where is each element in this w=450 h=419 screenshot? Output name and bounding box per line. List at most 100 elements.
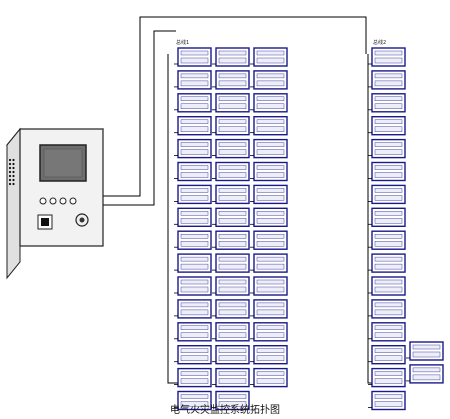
module-body-strip: [180, 103, 209, 110]
module-body-strip: [374, 103, 403, 110]
status-led-icon: [39, 197, 47, 205]
module-header-strip: [218, 73, 247, 79]
module-body-strip: [218, 126, 247, 132]
module-frame: [253, 253, 288, 273]
module-frame: [215, 253, 250, 273]
module-body-strip: [180, 355, 209, 361]
screen-inner-bezel: [43, 148, 83, 178]
module-body-strip: [180, 240, 209, 247]
module-body-strip: [218, 218, 247, 224]
module-frame: [253, 184, 288, 205]
module-frame: [177, 230, 212, 250]
status-led-icon: [12, 174, 15, 178]
monitoring-module-icon: [174, 161, 212, 182]
monitoring-module-icon: [368, 390, 406, 411]
module-body-strip: [218, 263, 247, 270]
module-frame: [177, 115, 212, 136]
module-frame: [177, 47, 212, 67]
module-body-strip: [218, 195, 247, 201]
module-frame: [215, 184, 250, 205]
module-body-strip: [180, 149, 209, 155]
module-header-strip: [256, 165, 285, 170]
monitoring-module-icon: [212, 115, 250, 136]
module-header-strip: [256, 96, 285, 102]
status-led-icon: [12, 178, 15, 182]
module-body-strip: [412, 351, 441, 358]
control-cabinet-icon: [5, 127, 105, 280]
module-body-strip: [256, 172, 285, 178]
monitoring-module-icon: [212, 138, 250, 159]
module-header-strip: [374, 188, 403, 193]
bus-wire-left-drop: [167, 54, 178, 384]
status-led-icon: [12, 162, 15, 166]
status-led-icon: [8, 166, 12, 170]
module-frame: [253, 276, 288, 296]
module-body-strip: [256, 218, 285, 224]
module-header-strip: [180, 73, 209, 79]
monitoring-module-icon: [212, 47, 250, 67]
module-body-strip: [180, 401, 209, 407]
module-header-strip: [374, 211, 403, 216]
module-frame: [215, 299, 250, 319]
status-led-icon: [8, 162, 12, 166]
module-body-strip: [218, 286, 247, 293]
status-led-icon: [12, 158, 15, 162]
monitoring-module-icon: [250, 367, 288, 388]
module-header-strip: [180, 256, 209, 262]
module-header-strip: [256, 302, 285, 308]
bus-wire-outer: [100, 16, 367, 197]
monitoring-module-icon: [250, 230, 288, 250]
cabinet-side-face: [6, 127, 21, 280]
module-body-strip: [256, 378, 285, 384]
monitoring-module-icon: [174, 230, 212, 250]
monitoring-module-icon: [406, 364, 444, 384]
module-body-strip: [256, 309, 285, 316]
module-body-strip: [256, 103, 285, 110]
module-body-strip: [374, 378, 403, 384]
module-header-strip: [218, 371, 247, 376]
module-header-strip: [218, 325, 247, 330]
module-header-strip: [180, 165, 209, 170]
monitoring-module-icon: [250, 115, 288, 136]
module-body-strip: [218, 240, 247, 247]
monitoring-module-icon: [174, 322, 212, 342]
module-header-strip: [374, 371, 403, 376]
module-header-strip: [412, 344, 441, 350]
module-frame: [253, 70, 288, 90]
module-header-strip: [256, 348, 285, 353]
module-body-strip: [180, 378, 209, 384]
module-body-strip: [412, 374, 441, 381]
module-body-strip: [256, 195, 285, 201]
monitoring-module-icon: [250, 276, 288, 296]
monitoring-module-icon: [174, 345, 212, 365]
module-frame: [215, 367, 250, 388]
monitoring-module-icon: [368, 322, 406, 342]
monitoring-module-icon: [250, 299, 288, 319]
module-frame: [371, 115, 406, 136]
monitoring-module-icon: [212, 253, 250, 273]
module-frame: [253, 47, 288, 67]
monitoring-module-icon: [250, 138, 288, 159]
module-frame: [371, 93, 406, 113]
module-body-strip: [218, 378, 247, 384]
module-header-strip: [218, 165, 247, 170]
module-header-strip: [180, 394, 209, 399]
monitoring-module-icon: [250, 47, 288, 67]
monitoring-module-icon: [212, 70, 250, 90]
monitoring-module-icon: [212, 184, 250, 205]
status-led-icon: [69, 197, 77, 205]
module-body-strip: [180, 126, 209, 132]
monitoring-module-icon: [250, 345, 288, 365]
module-frame: [177, 207, 212, 228]
status-led-icon: [12, 166, 15, 170]
monitoring-module-icon: [212, 299, 250, 319]
monitoring-module-icon: [250, 322, 288, 342]
diagram-caption: 电气火灾监控系统拓扑图: [170, 405, 280, 416]
module-header-strip: [180, 142, 209, 147]
module-frame: [371, 253, 406, 273]
bus-label-2: 总线2: [373, 39, 386, 46]
monitoring-module-icon: [250, 253, 288, 273]
module-frame: [371, 345, 406, 365]
module-header-strip: [374, 279, 403, 285]
module-body-strip: [218, 149, 247, 155]
